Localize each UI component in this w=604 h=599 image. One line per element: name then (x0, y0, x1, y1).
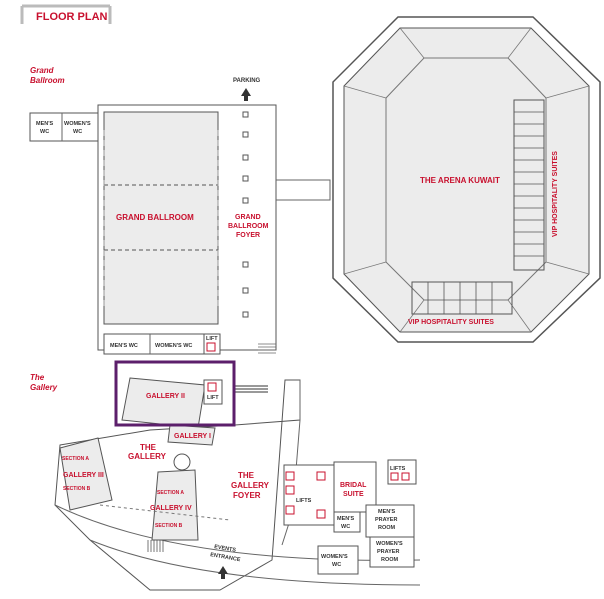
page-title: FLOOR PLAN (36, 11, 108, 23)
foyer-label-2: BALLROOM (228, 223, 269, 230)
section-a-2-label: SECTION A (157, 490, 184, 496)
foyer-label-3: FOYER (236, 232, 260, 239)
gallery-iii-room[interactable] (59, 437, 113, 511)
gallery-iii-label: GALLERY III (63, 472, 104, 479)
title-frame (20, 4, 112, 24)
mens-wc-top-1: MEN'S (36, 121, 54, 127)
gallery-iv-label: GALLERY IV (150, 505, 192, 512)
parking-label: PARKING (233, 78, 261, 84)
gallery-ii-highlight (114, 360, 236, 427)
gallery-ii-label: GALLERY II (146, 393, 185, 400)
lifts-label-2: LIFTS (390, 466, 406, 472)
womens-wc-top-2: WC (73, 129, 82, 135)
mens-wc-bottom: MEN'S WC (110, 343, 138, 349)
mens-wc-gallery-2: WC (341, 524, 350, 530)
section-b-1-label: SECTION B (63, 486, 91, 492)
gallery-foyer-3: FOYER (233, 491, 261, 500)
womens-wc-top-1: WOMEN'S (64, 121, 91, 127)
gallery-i-room[interactable] (167, 424, 216, 446)
the-gallery-label-1: THE (140, 443, 157, 452)
entrance-arrow-icon (218, 566, 228, 579)
bridal-suite-2: SUITE (343, 491, 364, 498)
gallery-foyer-2: GALLERY (231, 481, 270, 490)
womens-prayer-3: ROOM (381, 557, 399, 563)
section-b-2-label: SECTION B (155, 523, 183, 529)
gallery-iv-room[interactable] (151, 469, 199, 541)
mens-prayer-1: MEN'S (378, 509, 396, 515)
gallery-foyer-1: THE (238, 471, 255, 480)
gallery-ii-room[interactable] (121, 377, 206, 429)
vip-side-label: VIP HOSPITALITY SUITES (552, 151, 559, 237)
womens-wc-bottom: WOMEN'S WC (155, 343, 192, 349)
section-a-1-label: SECTION A (62, 456, 89, 462)
grand-ballroom-heading-1: Grand (30, 66, 55, 75)
events-entrance-2: ENTRANCE (210, 552, 241, 563)
mens-prayer-2: PRAYER (375, 517, 397, 523)
lifts-label-1: LIFTS (296, 498, 312, 504)
gallery-block (54, 377, 421, 591)
arena-label: THE ARENA KUWAIT (420, 176, 500, 185)
mens-wc-gallery-1: MEN'S (337, 516, 355, 522)
vip-bottom-label: VIP HOSPITALITY SUITES (408, 319, 494, 326)
gallery-i-label: GALLERY I (174, 433, 211, 440)
womens-prayer-1: WOMEN'S (376, 541, 403, 547)
the-gallery-label-2: GALLERY (128, 452, 167, 461)
gallery-heading-1: The (30, 373, 45, 382)
womens-wc-gallery-2: WC (332, 562, 341, 568)
grand-ballroom-room[interactable] (103, 111, 219, 325)
arena-block (332, 16, 601, 343)
grand-ballroom-label: GRAND BALLROOM (116, 213, 194, 222)
lift-label-1: LIFT (206, 336, 218, 342)
events-entrance-1: EVENTS (214, 544, 237, 554)
lift-label-2: LIFT (207, 395, 219, 401)
mens-prayer-3: ROOM (378, 525, 396, 531)
womens-wc-gallery-1: WOMEN'S (321, 554, 348, 560)
parking-arrow-icon (241, 88, 251, 101)
mens-wc-top-2: WC (40, 129, 49, 135)
foyer-label-1: GRAND (235, 214, 261, 221)
grand-ballroom-heading-2: Ballroom (30, 76, 65, 85)
grand-ballroom-block (29, 104, 331, 355)
gallery-heading-2: Gallery (30, 383, 58, 392)
womens-prayer-2: PRAYER (377, 549, 399, 555)
bridal-suite-1: BRIDAL (340, 482, 367, 489)
